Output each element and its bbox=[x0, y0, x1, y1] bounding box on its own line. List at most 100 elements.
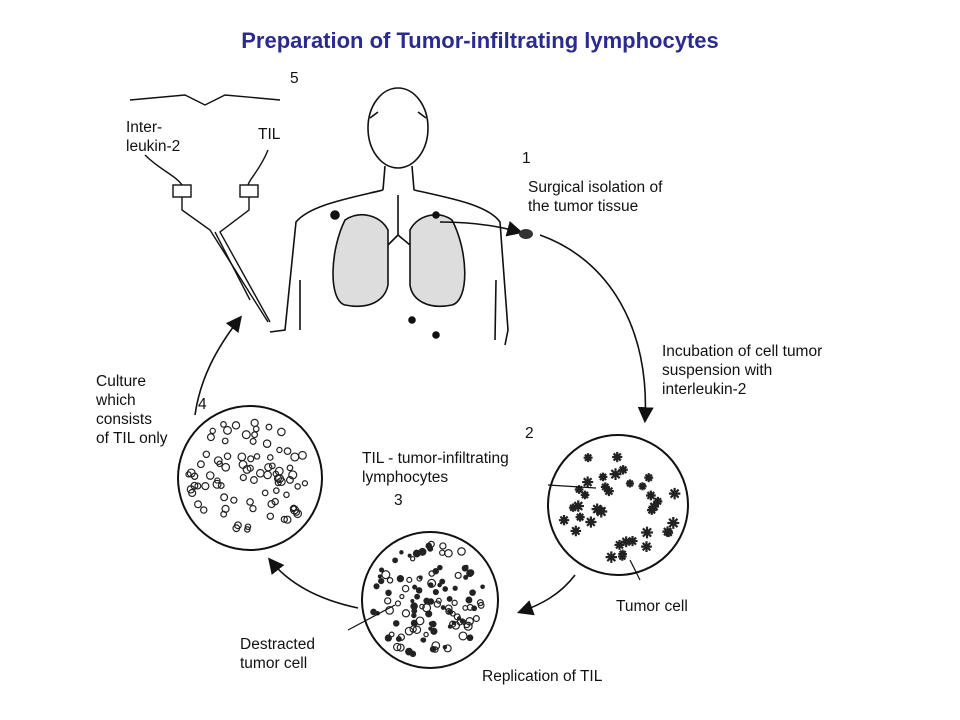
cell-mark bbox=[425, 542, 433, 550]
tumor-cell-mark bbox=[618, 552, 627, 561]
til-cell-mark bbox=[267, 500, 276, 509]
til-cell-mark bbox=[239, 473, 247, 482]
cell-mark bbox=[396, 643, 405, 652]
til-cell-mark bbox=[234, 521, 242, 530]
til-cell-mark bbox=[223, 425, 232, 435]
tumor-cell-mark bbox=[598, 472, 608, 482]
cell-mark bbox=[429, 645, 437, 653]
til-cell-mark bbox=[249, 476, 258, 484]
cell-mark bbox=[446, 595, 453, 602]
tumor-cell-mark bbox=[583, 453, 593, 463]
tumor-cell-mark bbox=[574, 485, 584, 494]
til-cell-mark bbox=[231, 421, 241, 430]
cell-mark bbox=[410, 598, 415, 603]
til-cell-mark bbox=[216, 460, 223, 468]
tumor-cell-mark bbox=[605, 551, 618, 563]
tumor-cell-mark bbox=[585, 516, 597, 528]
cell-mark bbox=[463, 621, 473, 631]
tumor-cell-mark bbox=[582, 476, 594, 488]
tumor-cell-mark bbox=[625, 479, 635, 488]
tumor-cell-mark bbox=[558, 515, 570, 526]
tumor-cell-mark bbox=[644, 473, 654, 483]
cell-mark bbox=[439, 542, 447, 550]
cell-mark bbox=[452, 585, 458, 591]
cell-mark bbox=[461, 564, 469, 572]
til-cell-mark bbox=[262, 439, 272, 448]
tumor-cell-mark bbox=[664, 528, 674, 538]
til-cell-mark bbox=[221, 437, 229, 445]
cell-mark bbox=[401, 584, 410, 593]
til-cell-mark bbox=[276, 477, 286, 487]
cell-mark bbox=[432, 588, 439, 596]
cell-mark bbox=[444, 549, 453, 558]
cell-mark bbox=[458, 631, 468, 641]
tumor-tissue-sample bbox=[519, 229, 533, 239]
til-cell-mark bbox=[214, 477, 221, 484]
tumor-cell-mark bbox=[620, 536, 632, 548]
til-cell-mark bbox=[249, 437, 257, 445]
cell-mark bbox=[465, 617, 474, 626]
tumor-cell-mark bbox=[648, 501, 660, 512]
cell-mark bbox=[428, 570, 436, 577]
replication-label: Replication of TIL bbox=[482, 668, 603, 685]
cell-mark bbox=[457, 547, 466, 556]
til-label: TIL bbox=[258, 126, 281, 143]
iv-infusion-lines bbox=[129, 94, 281, 323]
tumor-cell-mark bbox=[641, 541, 652, 553]
cell-mark bbox=[412, 584, 418, 590]
cell-mark bbox=[377, 574, 382, 579]
til-cell-mark bbox=[244, 523, 252, 531]
cell-mark bbox=[405, 647, 413, 656]
cell-mark bbox=[410, 602, 418, 610]
til-cell-mark bbox=[247, 455, 255, 463]
cell-mark bbox=[435, 597, 442, 604]
cell-mark bbox=[467, 569, 475, 577]
tumor-cell-mark bbox=[627, 535, 638, 547]
cell-mark bbox=[451, 599, 458, 607]
cell-mark bbox=[420, 637, 427, 643]
cell-mark bbox=[449, 620, 457, 628]
til-cell-mark bbox=[220, 510, 228, 518]
cell-mark bbox=[466, 603, 474, 611]
til-cell-mark bbox=[266, 512, 275, 520]
cell-mark bbox=[386, 577, 394, 584]
til-cell-mark bbox=[194, 482, 202, 490]
cell-mark bbox=[480, 584, 485, 590]
tumor-cell-mark bbox=[645, 490, 656, 501]
cell-mark bbox=[378, 577, 385, 585]
cell-mark bbox=[419, 603, 425, 610]
til-cell-mark bbox=[266, 454, 274, 461]
til-cell-mark bbox=[213, 456, 223, 466]
til-cell-mark bbox=[294, 483, 301, 490]
cell-mark bbox=[463, 574, 469, 580]
til-cell-mark bbox=[220, 493, 229, 502]
cell-mark bbox=[415, 616, 425, 626]
til-cell-mark bbox=[221, 462, 231, 472]
cell-mark bbox=[388, 631, 395, 638]
til-cell-mark bbox=[249, 504, 257, 513]
til-cell-mark bbox=[277, 427, 286, 437]
cell-mark bbox=[437, 564, 443, 571]
cell-mark bbox=[427, 578, 437, 588]
cell-mark bbox=[396, 575, 405, 583]
tumor-cell-label: Tumor cell bbox=[616, 598, 688, 615]
cell-mark bbox=[394, 600, 402, 607]
til-cell-mark bbox=[253, 453, 261, 460]
interleukin-label: Inter-leukin-2 bbox=[126, 119, 181, 155]
til-cell-mark bbox=[217, 482, 225, 490]
til-cell-mark bbox=[190, 481, 199, 490]
cell-mark bbox=[466, 634, 474, 642]
tumor-cell-mark bbox=[600, 482, 610, 492]
til-cell-mark bbox=[276, 446, 283, 454]
til-cell-mark bbox=[242, 465, 252, 474]
cell-mark bbox=[477, 601, 485, 609]
tumor-cell-mark bbox=[653, 496, 663, 506]
step-5-number: 5 bbox=[290, 70, 299, 87]
til-cell-mark bbox=[200, 506, 208, 514]
til-cell-mark bbox=[223, 452, 232, 461]
